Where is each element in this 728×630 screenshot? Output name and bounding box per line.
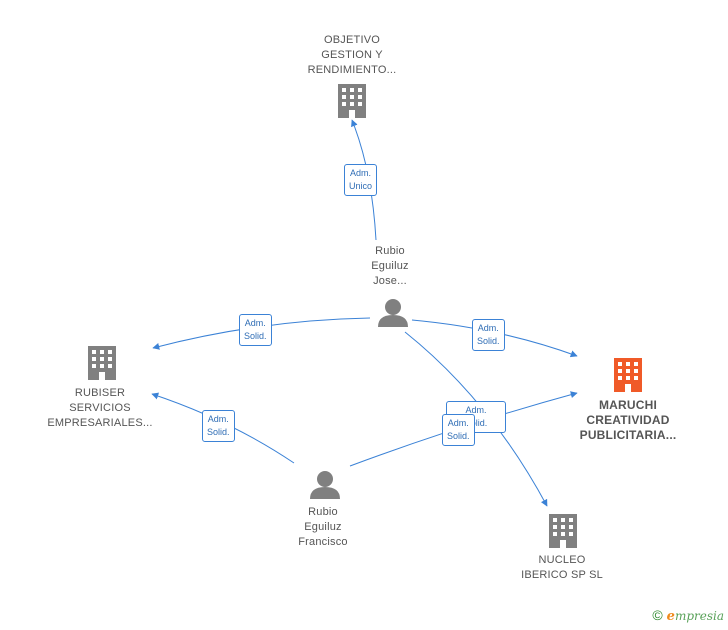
building-icon[interactable] <box>549 514 577 548</box>
building-icon[interactable] <box>88 346 116 380</box>
person-icon[interactable] <box>310 471 340 499</box>
node-label-rubiser[interactable]: RUBISER SERVICIOS EMPRESARIALES... <box>47 387 153 429</box>
brand-footer: ©empresia <box>652 607 724 624</box>
building-icon[interactable] <box>338 84 366 118</box>
node-label-rubio-francisco[interactable]: Rubio Eguiluz Francisco <box>298 506 348 548</box>
copyright-icon: © <box>652 607 663 623</box>
node-label-objetivo[interactable]: OBJETIVO GESTION Y RENDIMIENTO... <box>307 34 397 76</box>
edge-badge-francisco-maruchi[interactable]: Adm. Solid. <box>442 414 475 446</box>
person-icon[interactable] <box>378 299 408 327</box>
brand-logo-e: e <box>666 609 675 624</box>
node-label-rubio-jose[interactable]: Rubio Eguiluz Jose... <box>371 245 409 287</box>
node-label-nucleo[interactable]: NUCLEO IBERICO SP SL <box>521 554 603 581</box>
edge-badge-jose-rubiser[interactable]: Adm. Solid. <box>239 314 272 346</box>
edge-badge-jose-objetivo[interactable]: Adm. Unico <box>344 164 378 196</box>
edge-badge-francisco-rubiser[interactable]: Adm. Solid. <box>202 410 235 442</box>
brand-logo-text: mpresia <box>674 609 724 623</box>
node-label-maruchi[interactable]: MARUCHI CREATIVIDAD PUBLICITARIA... <box>579 398 677 442</box>
edge-badge-jose-maruchi[interactable]: Adm. Solid. <box>472 319 505 351</box>
building-icon-focus[interactable] <box>614 358 642 392</box>
